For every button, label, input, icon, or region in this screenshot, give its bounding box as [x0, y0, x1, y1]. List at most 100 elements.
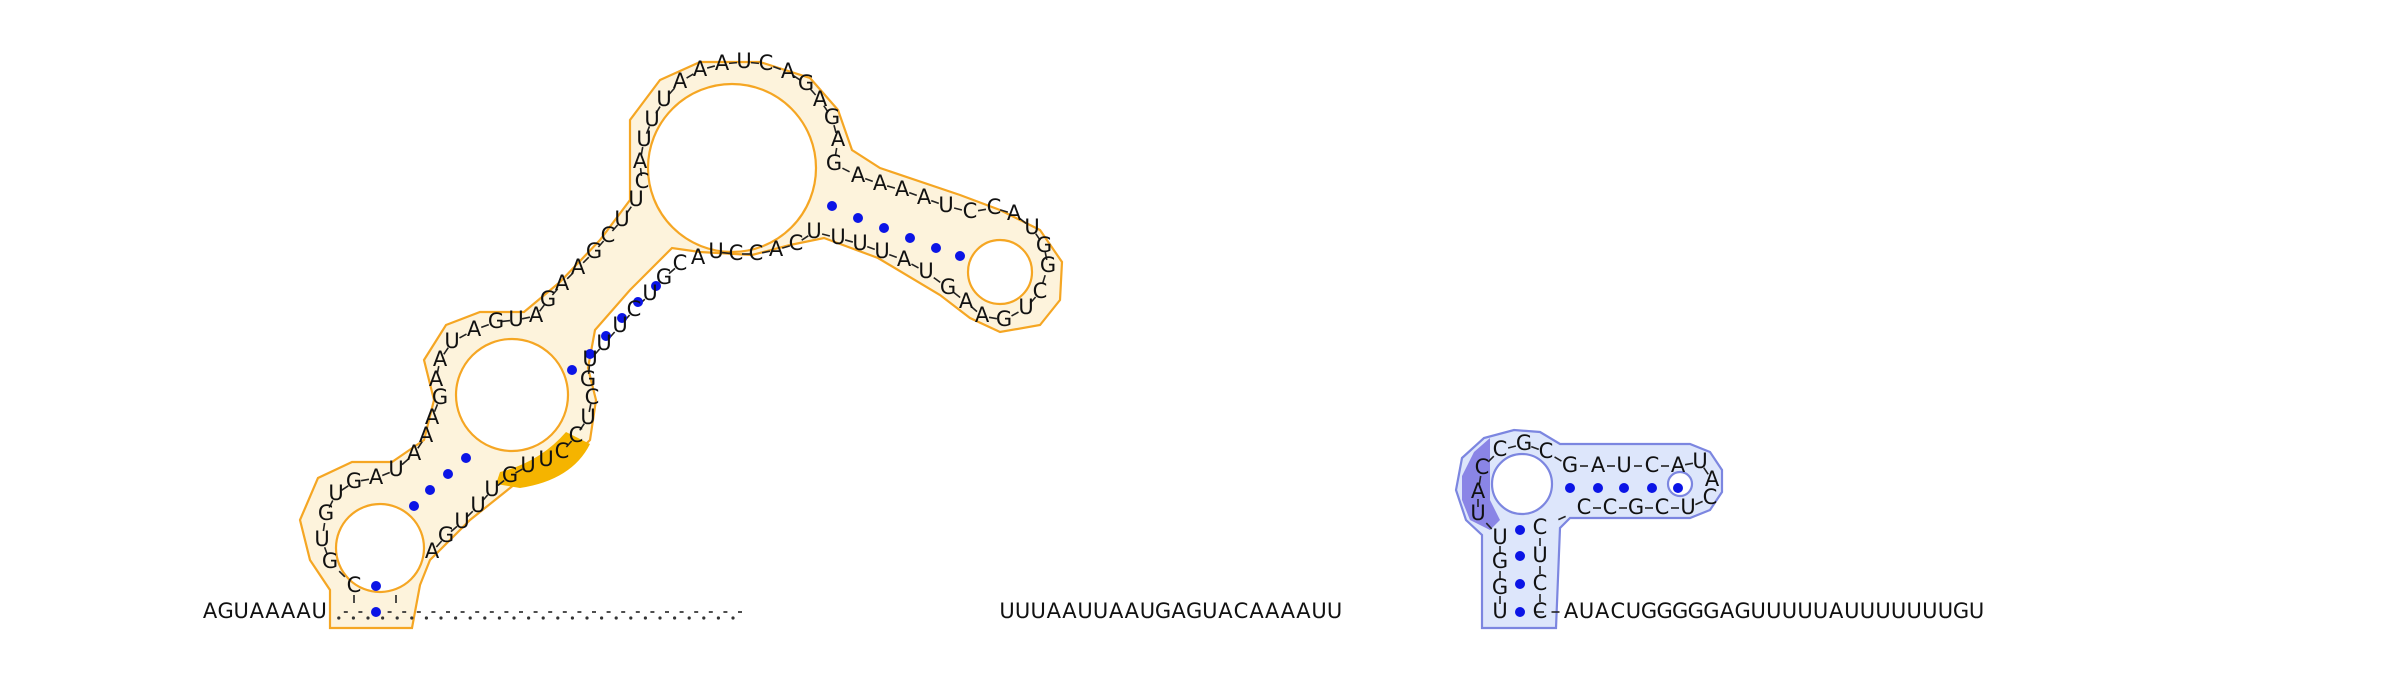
baseline-nucleotide: G [1641, 599, 1657, 623]
blue-nucleotide: A [1471, 479, 1486, 503]
blue-nucleotide: C [1603, 495, 1618, 519]
baseline-nucleotide: U [1938, 599, 1953, 623]
blue-loop [1490, 452, 1554, 516]
backbone-link [538, 304, 546, 312]
baseline-nucleotide: G [1155, 599, 1171, 623]
baseline-nucleotide: U [1031, 599, 1046, 623]
base-pair-dot [1565, 483, 1575, 493]
orange-nucleotide: C [569, 423, 584, 447]
orange-nucleotide: A [673, 69, 688, 93]
blue-nucleotide: C [1533, 571, 1548, 595]
baseline-nucleotide: G [1953, 599, 1969, 623]
base-pair-dots [371, 201, 1683, 617]
backbone-link [844, 239, 854, 243]
gap-dot [381, 616, 385, 620]
backbone-link [977, 208, 987, 212]
orange-nucleotide: A [1007, 201, 1022, 225]
backbone-link [360, 478, 370, 482]
backbone-link [886, 185, 896, 189]
orange-nucleotide: G [996, 307, 1012, 331]
blue-nucleotide: G [1562, 453, 1578, 477]
baseline-nucleotide: A [1296, 599, 1311, 623]
backbone-link [888, 253, 898, 259]
baseline-nucleotide: A [1171, 599, 1186, 623]
backbone-link [481, 494, 489, 502]
base-pair-dot [1515, 607, 1525, 617]
baseline-nucleotide: U [999, 599, 1014, 623]
backbone-link [809, 88, 817, 96]
baseline-nucleotide: A [1281, 599, 1296, 623]
backbone-link [501, 319, 511, 323]
highlight-regions [496, 432, 1500, 530]
baseline-nucleotide: A [1047, 599, 1062, 623]
orange-nucleotide: A [959, 289, 974, 313]
orange-nucleotide: U [642, 281, 657, 305]
baseline-nucleotide: U [1813, 599, 1828, 623]
blue-nucleotide: A [1591, 453, 1606, 477]
backbone-link [1530, 445, 1540, 451]
backbone-link [551, 288, 559, 296]
backbone-link [686, 73, 694, 79]
backbone-link [1485, 522, 1493, 530]
orange-nucleotide: G [488, 309, 504, 333]
orange-nucleotide: U [314, 527, 329, 551]
orange-nucleotide: G [322, 549, 338, 573]
baseline-nucleotide: G [1672, 599, 1688, 623]
backbone-link [781, 245, 791, 249]
orange-nucleotide: A [873, 171, 888, 195]
backbone-link [323, 546, 329, 556]
base-pair-dot [585, 349, 595, 359]
base-pair-dot [443, 469, 453, 479]
orange-loop [334, 502, 426, 594]
backbone-link [721, 251, 731, 255]
gap-dot [410, 616, 414, 620]
orange-nucleotide: G [540, 287, 556, 311]
orange-nucleotide: G [432, 385, 448, 409]
orange-nucleotide: C [601, 223, 616, 247]
orange-nucleotide: A [975, 303, 990, 327]
backbone-link [1507, 445, 1517, 449]
base-pair-dot [1515, 525, 1525, 535]
backbone-link [821, 233, 831, 237]
base-pair-dot [853, 213, 863, 223]
orange-nucleotide: A [813, 87, 828, 111]
gap-dot [541, 616, 545, 620]
backbone-link [645, 125, 651, 135]
orange-loop [454, 337, 570, 453]
backbone-link [801, 235, 809, 241]
baseline-nucleotide: C [1610, 599, 1625, 623]
blue-nucleotide: U [1470, 501, 1485, 525]
base-pair-dot [567, 365, 577, 375]
baseline-nucleotide: A [250, 599, 265, 623]
baseline-nucleotide: G [1734, 599, 1750, 623]
backbone-link [450, 525, 458, 533]
base-pair-dot [371, 607, 381, 617]
orange-nucleotide: G [656, 265, 672, 289]
backbone-link [668, 267, 676, 275]
blue-nucleotide: U [1680, 495, 1695, 519]
orange-nucleotide: U [656, 87, 671, 111]
orange-nucleotide: G [438, 523, 454, 547]
baseline-nucleotide: A [1218, 599, 1233, 623]
gap-dot [658, 616, 662, 620]
backbone-link [908, 191, 918, 197]
baseline-nucleotide: A [1125, 599, 1140, 623]
orange-nucleotide: C [987, 195, 1002, 219]
base-pair-dot [955, 251, 965, 261]
backbone-link [480, 323, 490, 329]
orange-outline [298, 60, 1064, 630]
orange-nucleotide: C [555, 439, 570, 463]
base-pair-dot [1619, 483, 1629, 493]
backbone-link [970, 305, 978, 313]
backbone-link [466, 510, 474, 518]
base-pair-dot [879, 223, 889, 233]
baseline-nucleotide: A [265, 599, 280, 623]
backbone-link [582, 256, 590, 264]
backbone-link [497, 479, 505, 487]
baseline-nucleotide: A [1265, 599, 1280, 623]
blue-highlight [1462, 438, 1500, 530]
baseline-nucleotide: U [1891, 599, 1906, 623]
backbone-link [953, 207, 963, 211]
orange-nucleotide: U [852, 231, 867, 255]
